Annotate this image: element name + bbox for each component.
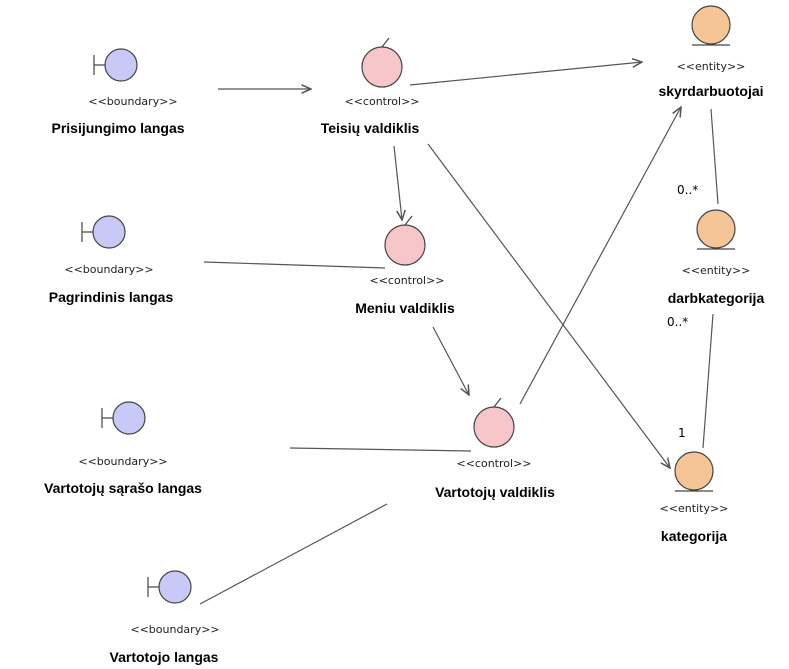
node-pagrindinis-langas[interactable]: <<boundary>> Pagrindinis langas (49, 215, 174, 305)
boundary-icon (101, 401, 146, 435)
boundary-icon (81, 215, 126, 249)
boundary-icon (147, 570, 192, 604)
stereotype-label: <<entity>> (682, 264, 751, 277)
node-name: kategorija (661, 528, 727, 544)
link-teisiu-skyrdarbuotojai (409, 62, 642, 86)
control-icon (361, 37, 403, 88)
node-vartotoju-sarasas-langas[interactable]: <<boundary>> Vartotojų sąrašo langas (44, 401, 202, 496)
node-name: Vartotojų sąrašo langas (44, 480, 202, 496)
stereotype-label: <<boundary>> (64, 263, 153, 276)
stereotype-label: <<boundary>> (130, 623, 219, 636)
node-name: Vartotojo langas (110, 649, 219, 665)
stereotype-label: <<entity>> (660, 502, 729, 515)
stereotype-label: <<boundary>> (88, 95, 177, 108)
multiplicity-label: 1 (678, 426, 686, 440)
node-darbkategorija[interactable]: <<entity>> darbkategorija (668, 209, 765, 306)
node-name: darbkategorija (668, 290, 765, 306)
multiplicity-label: 0..* (667, 315, 688, 329)
stereotype-label: <<control>> (457, 457, 532, 470)
multiplicity-label: 0..* (677, 183, 698, 197)
link-sarasas-vartotoju (289, 447, 472, 452)
link-vartotojo-vartotoju (199, 503, 388, 605)
control-icon (473, 397, 515, 448)
node-skyrdarbuotojai[interactable]: <<entity>> skyrdarbuotojai (658, 5, 764, 99)
stereotype-label: <<control>> (370, 274, 445, 287)
link-pagrindinis-meniu (203, 261, 386, 269)
stereotype-label: <<boundary>> (78, 455, 167, 468)
node-kategorija[interactable]: <<entity>> kategorija (660, 451, 729, 544)
boundary-icon (93, 48, 138, 82)
node-name: Prisijungimo langas (51, 120, 184, 136)
stereotype-label: <<entity>> (677, 60, 746, 73)
node-vartotojo-langas[interactable]: <<boundary>> Vartotojo langas (110, 570, 220, 665)
node-name: Teisių valdiklis (321, 120, 420, 136)
node-name: Vartotojų valdiklis (435, 484, 555, 500)
node-name: skyrdarbuotojai (658, 83, 763, 99)
stereotype-label: <<control>> (345, 95, 420, 108)
entity-icon (674, 451, 714, 492)
node-name: Pagrindinis langas (49, 289, 174, 305)
link-darbkategorija-kategorija (702, 313, 714, 449)
link-teisiu-meniu (393, 145, 402, 220)
link-meniu-vartotoju (432, 326, 469, 395)
control-icon (384, 215, 426, 266)
connections (199, 62, 719, 605)
link-vartotoju-skyrdarbuotojai (519, 107, 681, 405)
node-teisiu-valdiklis[interactable]: <<control>> Teisių valdiklis (321, 37, 420, 136)
node-vartotoju-valdiklis[interactable]: <<control>> Vartotojų valdiklis (435, 397, 555, 500)
node-prisijungimo-langas[interactable]: <<boundary>> Prisijungimo langas (51, 48, 185, 136)
node-meniu-valdiklis[interactable]: <<control>> Meniu valdiklis (355, 215, 455, 316)
entity-icon (691, 5, 731, 46)
link-teisiu-kategorija (427, 143, 670, 468)
link-skyrdarbuotojai-darbkategorija (710, 108, 719, 205)
entity-icon (696, 209, 736, 250)
node-name: Meniu valdiklis (355, 300, 455, 316)
